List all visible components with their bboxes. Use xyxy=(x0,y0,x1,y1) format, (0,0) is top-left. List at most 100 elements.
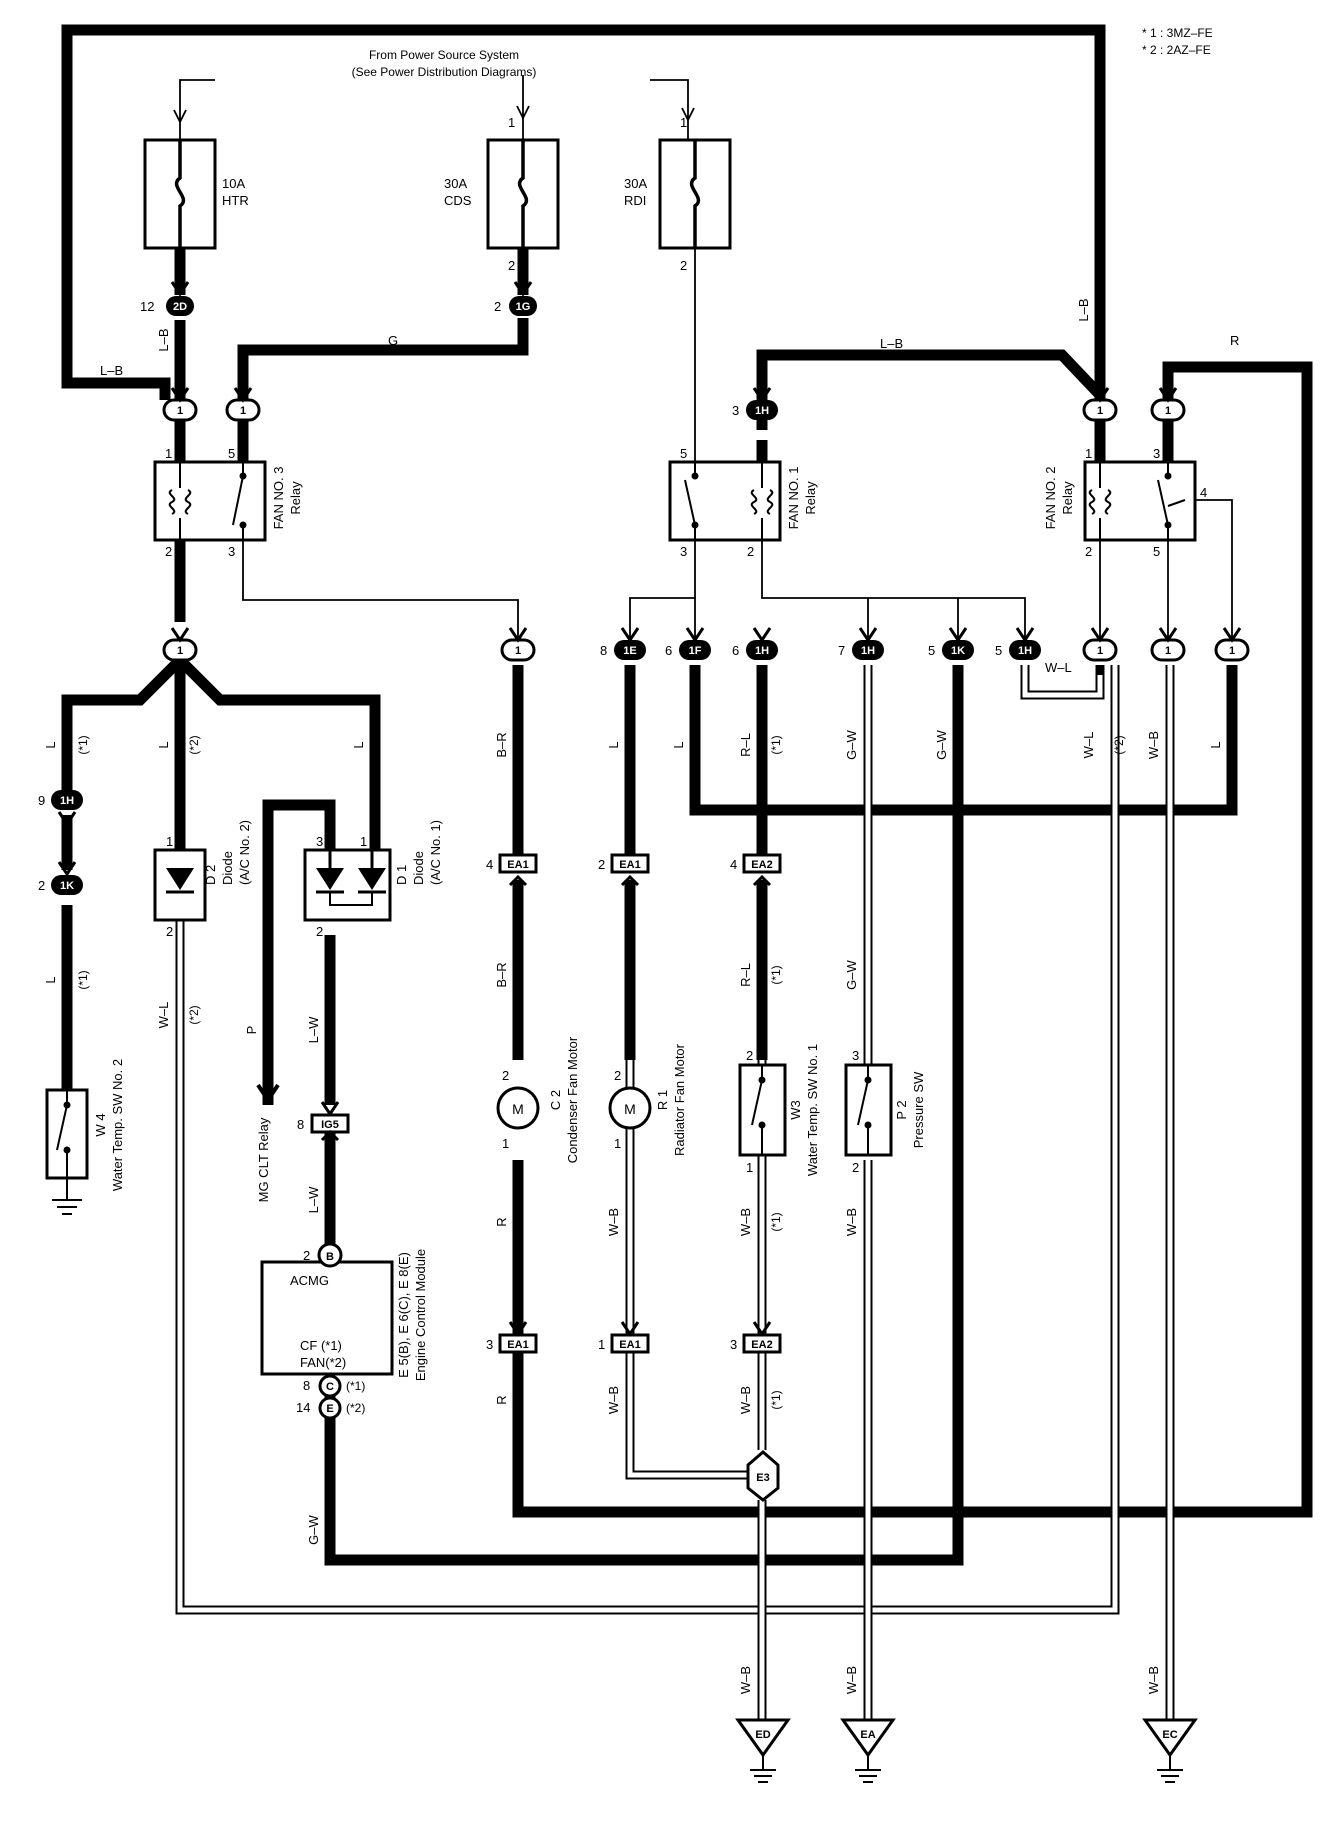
svg-text:6: 6 xyxy=(665,643,672,658)
svg-text:5: 5 xyxy=(995,643,1002,658)
svg-text:G–W: G–W xyxy=(844,729,859,759)
svg-text:W–B: W–B xyxy=(738,1208,753,1236)
svg-text:5: 5 xyxy=(928,643,935,658)
svg-text:3: 3 xyxy=(680,544,687,559)
svg-text:1H: 1H xyxy=(60,795,74,807)
svg-text:(*1): (*1) xyxy=(769,1212,783,1231)
svg-text:Diode: Diode xyxy=(220,851,235,885)
svg-text:Relay: Relay xyxy=(803,481,818,515)
svg-text:W–L: W–L xyxy=(1045,660,1072,675)
svg-text:1: 1 xyxy=(1165,645,1171,657)
svg-text:9: 9 xyxy=(38,793,45,808)
svg-text:EC: EC xyxy=(1162,1729,1177,1741)
svg-text:1H: 1H xyxy=(755,645,769,657)
svg-text:1: 1 xyxy=(746,1160,753,1175)
svg-text:P: P xyxy=(244,1026,259,1035)
svg-text:D 2: D 2 xyxy=(203,865,218,885)
fuse-htr: 10A HTR xyxy=(143,138,249,250)
splice-e3: E3 xyxy=(746,1450,780,1502)
svg-text:IG5: IG5 xyxy=(321,1119,339,1131)
svg-text:1K: 1K xyxy=(951,645,965,657)
svg-text:1: 1 xyxy=(1229,645,1235,657)
svg-text:C: C xyxy=(326,1381,334,1393)
switch-w3: 2 1 W3 Water Temp. SW No. 1 xyxy=(738,1044,820,1176)
svg-text:3: 3 xyxy=(732,403,739,418)
svg-text:1: 1 xyxy=(240,405,246,417)
ground-ec: EC xyxy=(1142,1718,1198,1783)
svg-text:EA1: EA1 xyxy=(619,859,640,871)
svg-text:W–B: W–B xyxy=(844,1666,859,1694)
svg-text:L: L xyxy=(1208,741,1223,748)
svg-text:(*1): (*1) xyxy=(76,970,90,989)
svg-text:Relay: Relay xyxy=(288,481,303,515)
svg-text:L–W: L–W xyxy=(306,1016,321,1043)
svg-text:12: 12 xyxy=(140,299,154,314)
svg-text:EA1: EA1 xyxy=(619,1339,640,1351)
fuse-cds: 30A CDS 1 xyxy=(444,115,560,250)
svg-text:1K: 1K xyxy=(60,880,74,892)
svg-text:5: 5 xyxy=(1153,544,1160,559)
svg-text:1: 1 xyxy=(614,1136,621,1151)
svg-text:1E: 1E xyxy=(623,645,636,657)
svg-text:30A: 30A xyxy=(624,176,647,191)
svg-text:2: 2 xyxy=(852,1160,859,1175)
svg-text:1H: 1H xyxy=(861,645,875,657)
condenser-fan-motor: M 2 1 C 2 Condenser Fan Motor xyxy=(496,1036,580,1163)
svg-text:1: 1 xyxy=(598,1337,605,1352)
svg-text:W–L: W–L xyxy=(1081,732,1096,759)
svg-text:1: 1 xyxy=(166,834,173,849)
svg-text:(*2): (*2) xyxy=(346,1401,365,1415)
svg-text:ACMG: ACMG xyxy=(290,1273,329,1288)
thin-wires xyxy=(242,499,1233,640)
svg-text:CF (*1): CF (*1) xyxy=(300,1338,342,1353)
svg-text:2: 2 xyxy=(38,878,45,893)
svg-text:3: 3 xyxy=(730,1337,737,1352)
svg-text:Radiator Fan Motor: Radiator Fan Motor xyxy=(672,1043,687,1156)
svg-text:8: 8 xyxy=(303,1378,310,1393)
svg-text:L–B: L–B xyxy=(100,363,123,378)
svg-text:EA1: EA1 xyxy=(507,859,528,871)
svg-text:FAN NO. 1: FAN NO. 1 xyxy=(786,467,801,530)
svg-text:Water Temp. SW No. 1: Water Temp. SW No. 1 xyxy=(805,1044,820,1176)
svg-text:2: 2 xyxy=(316,924,323,939)
svg-text:G: G xyxy=(388,333,398,348)
svg-text:E3: E3 xyxy=(756,1472,769,1484)
svg-text:(A/C No. 1): (A/C No. 1) xyxy=(428,820,443,885)
svg-text:L: L xyxy=(43,741,58,748)
svg-text:R–L: R–L xyxy=(738,963,753,987)
double-wires xyxy=(175,665,1175,1720)
svg-text:5: 5 xyxy=(228,446,235,461)
svg-text:(A/C No. 2): (A/C No. 2) xyxy=(237,820,252,885)
svg-text:Diode: Diode xyxy=(411,851,426,885)
svg-text:L–B: L–B xyxy=(1076,298,1091,321)
svg-text:2: 2 xyxy=(303,1248,310,1263)
svg-text:2: 2 xyxy=(614,1068,621,1083)
power-source-title: From Power Source System xyxy=(369,48,519,62)
svg-text:W–B: W–B xyxy=(738,1666,753,1694)
svg-text:W 4: W 4 xyxy=(93,1113,108,1136)
svg-text:(*1): (*1) xyxy=(76,735,90,754)
svg-text:3: 3 xyxy=(852,1048,859,1063)
svg-text:1: 1 xyxy=(177,645,183,657)
svg-text:E: E xyxy=(326,1403,333,1415)
svg-text:M: M xyxy=(624,1101,636,1117)
svg-text:1: 1 xyxy=(1165,405,1171,417)
svg-text:2: 2 xyxy=(747,544,754,559)
svg-text:G–W: G–W xyxy=(934,729,949,759)
svg-text:(*1): (*1) xyxy=(769,1390,783,1409)
relay-fan3: FAN NO. 3 Relay xyxy=(153,460,303,542)
relay-fan2: FAN NO. 2 Relay xyxy=(1043,460,1197,542)
svg-text:2: 2 xyxy=(508,258,515,273)
svg-text:(*1): (*1) xyxy=(769,735,783,754)
svg-text:W3: W3 xyxy=(788,1100,803,1120)
pressure-switch-p2: 3 2 P 2 Pressure SW xyxy=(844,1048,926,1175)
svg-text:W–B: W–B xyxy=(1146,731,1161,759)
svg-text:L–B: L–B xyxy=(880,336,903,351)
radiator-fan-motor: M 2 1 R 1 Radiator Fan Motor xyxy=(608,1043,687,1156)
svg-text:1F: 1F xyxy=(689,645,702,657)
note-2: * 2 : 2AZ–FE xyxy=(1142,43,1211,57)
svg-text:2D: 2D xyxy=(173,301,187,313)
ground-ed: ED xyxy=(735,1718,791,1783)
svg-text:ED: ED xyxy=(755,1729,770,1741)
